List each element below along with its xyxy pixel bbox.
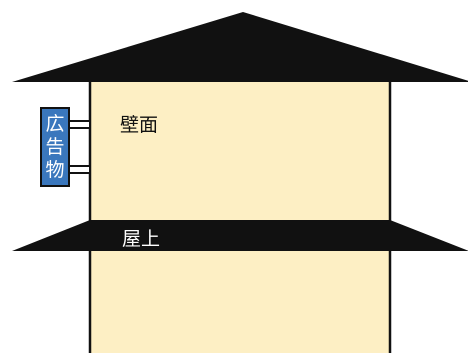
sign-bracket-lower: [68, 165, 91, 174]
signboard: 広 告 物: [40, 107, 70, 187]
rooftop-band: [12, 220, 468, 251]
sign-bracket-upper: [68, 120, 91, 129]
wall-label: 壁面: [120, 114, 158, 136]
lower-wall: [88, 238, 392, 353]
sign-char-3: 物: [45, 159, 64, 181]
sign-char-2: 告: [45, 136, 64, 158]
upper-wall: [88, 68, 392, 224]
top-roof: [12, 12, 468, 82]
signboard-panel: [40, 107, 70, 187]
sign-char-1: 広: [45, 113, 64, 135]
rooftop-label: 屋上: [122, 228, 160, 250]
